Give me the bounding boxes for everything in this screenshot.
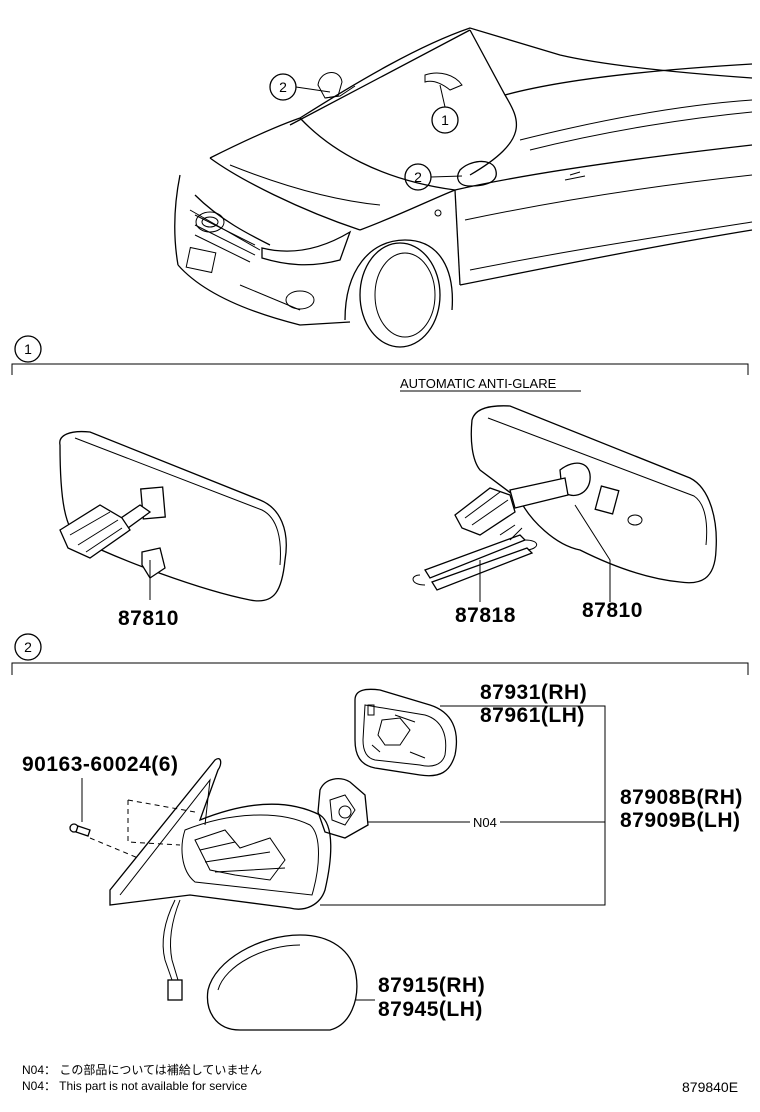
part-87945-lh: 87945(LH): [378, 998, 483, 1021]
part-87818: 87818: [455, 604, 516, 627]
clip-87818: [412, 524, 538, 602]
section-2-marker: 2: [24, 639, 32, 655]
part-87810-left: 87810: [118, 607, 179, 630]
part-87908b-rh: 87908B(RH): [620, 786, 743, 809]
part-87931-rh: 87931(RH): [480, 681, 587, 704]
callout-2-top-label: 2: [279, 79, 287, 95]
figure-id: 879840E: [682, 1079, 738, 1095]
mirror-housing: [109, 758, 332, 1001]
callout-1-label: 1: [441, 112, 449, 128]
section-2: 2 87931(RH) 87961(LH) N04: [11, 633, 749, 1031]
car-callout-2-side: 2: [404, 163, 463, 191]
car-callout-2-top: 2: [269, 73, 331, 101]
callout-2-side-label: 2: [414, 169, 422, 185]
part-87915-rh: 87915(RH): [378, 974, 485, 997]
section-1-marker: 1: [24, 341, 32, 357]
mirror-cover: [206, 934, 375, 1031]
part-87909b-lh: 87909B(LH): [620, 809, 741, 832]
mirror-motor: [317, 778, 470, 839]
footnote-jp: N04： この部品については補給していません: [22, 1062, 262, 1077]
car-illustration: [174, 27, 753, 348]
car-callout-1: 1: [431, 84, 459, 134]
screw: [69, 778, 196, 859]
anti-glare-header: AUTOMATIC ANTI-GLARE: [400, 376, 557, 391]
inner-mirror-left: [59, 430, 287, 602]
section-1: 1 AUTOMATIC ANTI-GLARE 87810: [11, 335, 749, 630]
note-n04-label: N04: [473, 815, 497, 830]
mirror-glass: [354, 688, 590, 777]
part-87810-right: 87810: [582, 599, 643, 622]
inner-mirror-right: [454, 405, 717, 602]
part-90163-60024: 90163-60024(6): [22, 753, 178, 776]
part-87961-lh: 87961(LH): [480, 704, 585, 727]
footnote-en: N04： This part is not available for serv…: [22, 1079, 248, 1093]
